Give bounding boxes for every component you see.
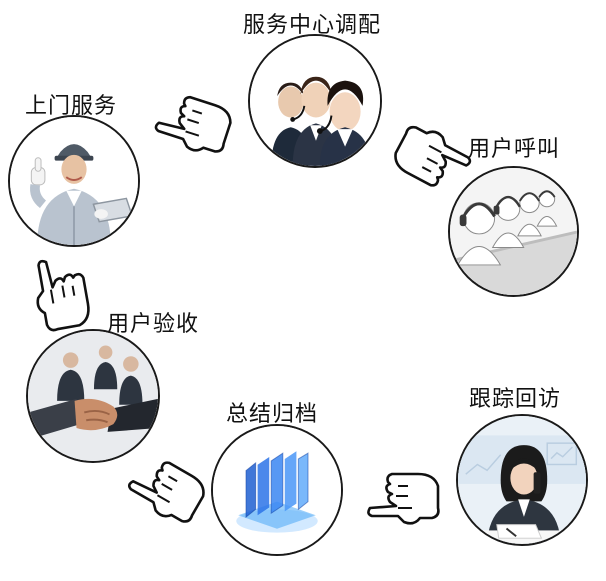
step-label-onsite: 上门服务	[25, 94, 118, 119]
step-circle-follow-up	[456, 414, 588, 546]
step-circle-dispatch	[248, 34, 382, 168]
arrow-acceptance-to-onsite	[26, 254, 96, 337]
step-circle-acceptance	[26, 329, 160, 463]
pointing-hand-icon	[154, 95, 232, 153]
step-circle-onsite	[8, 115, 140, 247]
step-label-follow-up: 跟踪回访	[469, 387, 562, 412]
step-label-archive: 总结归档	[226, 402, 319, 427]
technician-thumbs-up-icon	[10, 117, 138, 245]
arrow-dispatch-to-user-call	[385, 114, 478, 200]
woman-on-phone-icon	[458, 416, 586, 544]
step-label-acceptance: 用户验收	[107, 312, 200, 337]
step-circle-archive	[211, 424, 343, 556]
step-circle-user-call	[448, 166, 579, 297]
step-label-dispatch: 服务中心调配	[243, 13, 382, 38]
pointing-hand-icon	[127, 461, 205, 523]
pointing-hand-icon	[36, 259, 90, 332]
file-stack-icon	[213, 426, 341, 554]
pointing-hand-icon	[394, 125, 472, 187]
pointing-hand-icon	[367, 472, 440, 525]
arrow-follow-up-to-archive	[367, 470, 442, 528]
arrow-onsite-to-dispatch	[151, 86, 239, 164]
arrow-archive-to-acceptance	[121, 447, 214, 534]
call-center-agents-icon	[250, 36, 380, 166]
step-label-user-call: 用户呼叫	[468, 137, 561, 162]
headset-operators-icon	[450, 168, 577, 295]
handshake-icon	[28, 331, 158, 461]
